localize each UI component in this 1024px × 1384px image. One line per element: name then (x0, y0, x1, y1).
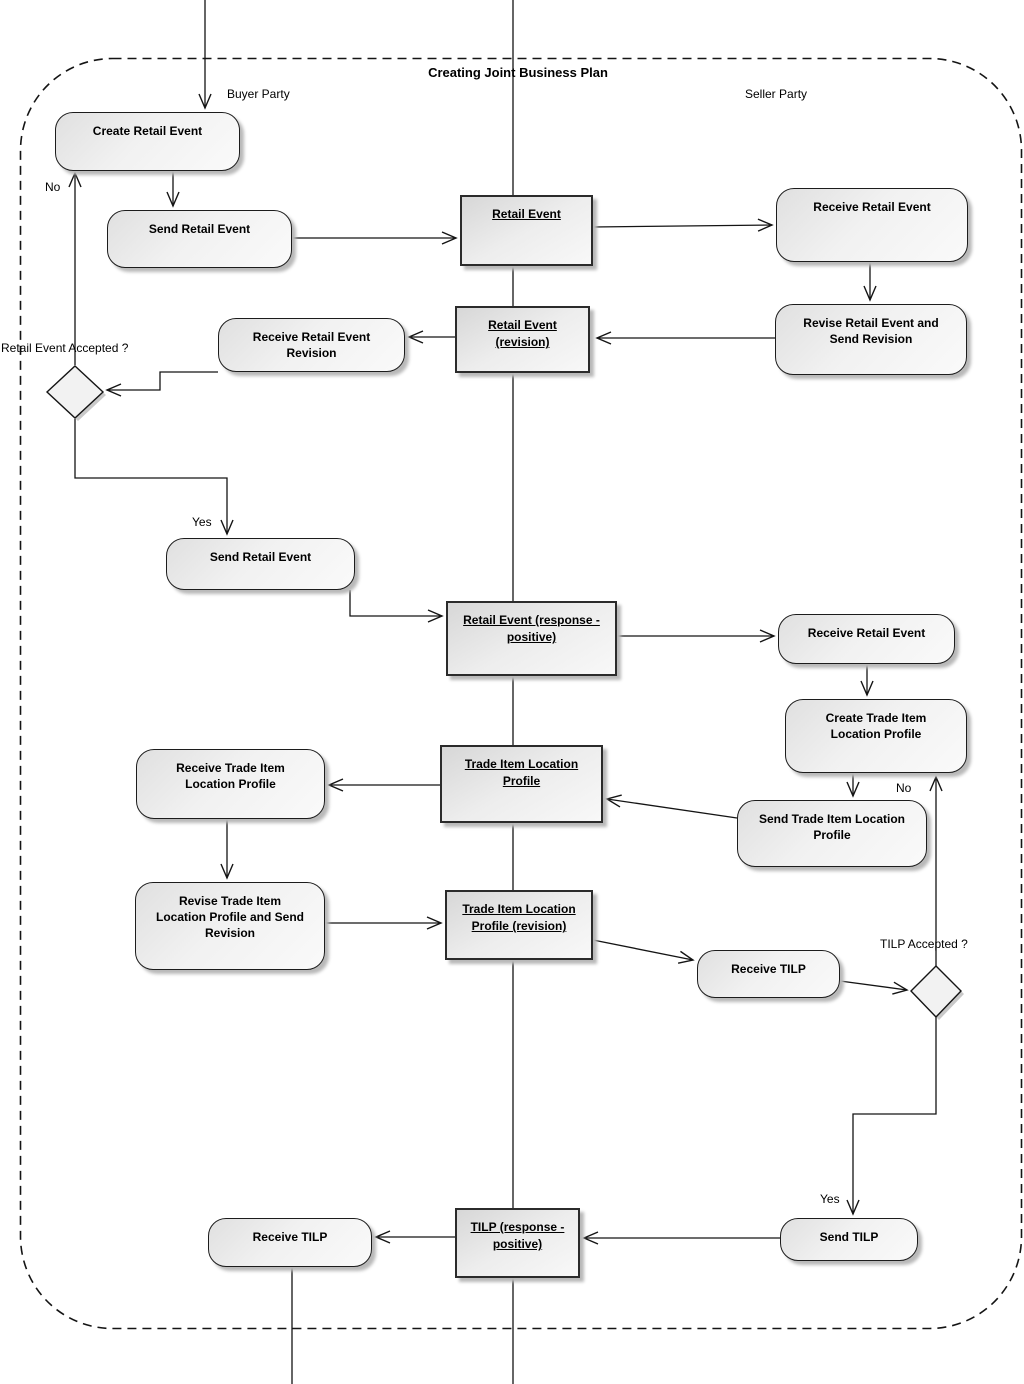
activity-receive-retail-event-revision: Receive Retail Event Revision (218, 318, 405, 372)
lane-label-buyer-party: Buyer Party (227, 87, 290, 101)
object-retail-event-revision: Retail Event (revision) (455, 306, 590, 373)
activity-revise-retail-event: Revise Retail Event and Send Revision (775, 304, 967, 375)
activity-create-trade-item-location-profile: Create Trade Item Location Profile (785, 699, 967, 773)
guard-yes-retail: Yes (192, 515, 212, 529)
decision-tilp-accepted (910, 965, 964, 1020)
edge-decision-yes-to-send2 (74, 419, 234, 536)
edge-send-tilp-profile-to-tilp-box (605, 794, 738, 819)
guard-retail-event-accepted: Retail Event Accepted ? (1, 341, 129, 355)
lane-label-seller-party: Seller Party (745, 87, 808, 101)
activity-create-retail-event: Create Retail Event (55, 112, 240, 171)
activity-revise-trade-item-location-profile: Revise Trade Item Location Profile and S… (135, 882, 325, 970)
decision-diamond (45, 365, 105, 419)
object-trade-item-location-profile-revision: Trade Item Location Profile (revision) (445, 890, 593, 960)
edge-decision2-yes-to-send-tilp (846, 1017, 937, 1216)
object-trade-item-location-profile: Trade Item Location Profile (440, 745, 603, 823)
activity-receive-retail-event-1: Receive Retail Event (776, 188, 968, 262)
object-retail-event: Retail Event (460, 195, 593, 266)
guard-no-retail: No (45, 180, 61, 194)
object-tilp-response-positive: TILP (response - positive) (455, 1208, 580, 1278)
activity-receive-tilp-2: Receive TILP (208, 1218, 372, 1267)
edge-receive-revision-to-decision (105, 371, 218, 397)
guard-no-tilp: No (896, 781, 912, 795)
frame-border (19, 57, 1023, 1330)
activity-receive-tilp-1: Receive TILP (697, 950, 840, 998)
edge-receive-tilp-to-decision2 (839, 980, 909, 995)
decision-retail-event-accepted (45, 365, 106, 421)
activity-send-trade-item-location-profile: Send Trade Item Location Profile (737, 800, 927, 867)
activity-send-retail-event-2: Send Retail Event (166, 538, 355, 590)
edge-tilp-revision-box-to-receive-tilp (592, 939, 695, 964)
activity-send-tilp: Send TILP (780, 1218, 918, 1261)
edge-send2-to-response-box (349, 590, 444, 623)
object-retail-event-response-positive: Retail Event (response - positive) (446, 601, 617, 676)
decision-diamond (910, 965, 962, 1019)
edge-retail-event-box-to-receive (592, 218, 774, 232)
activity-receive-retail-event-2: Receive Retail Event (778, 614, 955, 664)
activity-send-retail-event-1: Send Retail Event (107, 210, 292, 268)
diagram-title: Creating Joint Business Plan (428, 65, 608, 80)
guard-yes-tilp: Yes (820, 1192, 840, 1206)
guard-tilp-accepted: TILP Accepted ? (880, 937, 968, 951)
activity-receive-trade-item-location-profile: Receive Trade Item Location Profile (136, 749, 325, 819)
